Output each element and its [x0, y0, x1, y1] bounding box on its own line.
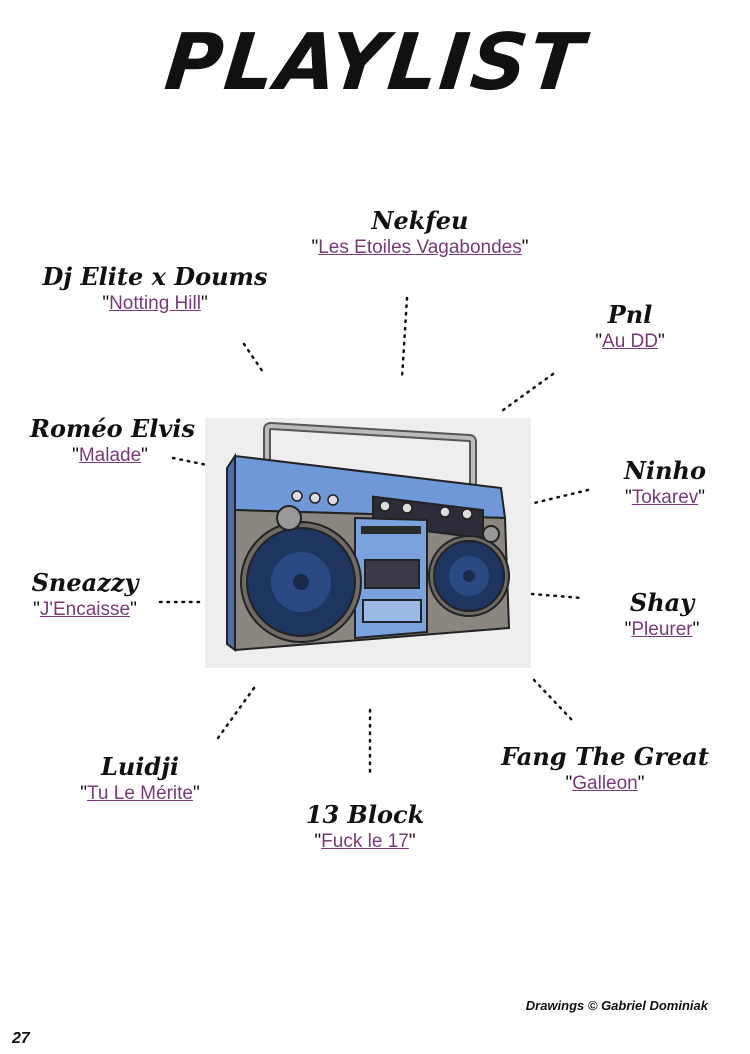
connector-fang	[532, 678, 574, 722]
song-title: "Tu Le Mérite"	[80, 783, 200, 804]
song-link[interactable]: J'Encaisse	[39, 599, 131, 620]
song-link[interactable]: Galleon	[572, 773, 638, 794]
boombox-illustration	[205, 418, 531, 668]
song-link[interactable]: Les Etoiles Vagabondes	[318, 237, 522, 258]
entry-ninho: Ninho "Tokarev"	[600, 456, 730, 510]
song-link[interactable]: Fuck le 17	[321, 831, 409, 852]
drawing-credit: Drawings © Gabriel Dominiak	[525, 998, 708, 1013]
entry-fang-the-great: Fang The Great "Galleon"	[500, 742, 710, 796]
song-link[interactable]: Malade	[78, 445, 142, 466]
song-title: "Pleurer"	[624, 619, 700, 640]
artist-name: Fang The Great	[501, 742, 709, 771]
entry-pnl: Pnl "Au DD"	[560, 300, 700, 354]
connector-luidji	[216, 686, 256, 740]
entry-13-block: 13 Block "Fuck le 17"	[280, 800, 450, 854]
song-title: "Malade"	[72, 445, 148, 466]
page-number: 27	[12, 1030, 30, 1047]
connector-pnl	[497, 372, 555, 415]
song-link[interactable]: Tokarev	[631, 487, 699, 508]
artist-name: Ninho	[624, 456, 706, 485]
entry-dj-elite-x-doums: Dj Elite x Doums "Notting Hill"	[40, 262, 270, 316]
song-link[interactable]: Pleurer	[631, 619, 693, 640]
song-title: "Fuck le 17"	[314, 831, 416, 852]
connector-nekfeu	[400, 296, 409, 380]
song-link[interactable]: Notting Hill	[109, 293, 201, 314]
artist-name: Roméo Elvis	[30, 414, 195, 443]
connector-shay	[530, 592, 584, 600]
artist-name: Luidji	[100, 752, 180, 781]
entry-sneazzy: Sneazzy "J'Encaisse"	[5, 568, 165, 622]
artist-name: Nekfeu	[371, 206, 469, 235]
artist-name: 13 Block	[305, 800, 425, 829]
entry-luidji: Luidji "Tu Le Mérite"	[50, 752, 230, 806]
song-link[interactable]: Au DD	[602, 331, 658, 352]
entry-nekfeu: Nekfeu "Les Etoiles Vagabondes"	[270, 206, 570, 260]
entry-romeo-elvis: Roméo Elvis "Malade"	[30, 414, 195, 468]
connector-romeo	[171, 456, 209, 467]
song-title: "Les Etoiles Vagabondes"	[311, 237, 529, 258]
song-title: "Notting Hill"	[102, 293, 208, 314]
connector-ninho	[528, 488, 590, 506]
song-title: "Tokarev"	[624, 487, 706, 508]
artist-name: Dj Elite x Doums	[42, 262, 268, 291]
connector-dj-elite	[242, 342, 267, 377]
song-title: "Galleon"	[565, 773, 645, 794]
artist-name: Shay	[629, 588, 695, 617]
artist-name: Sneazzy	[31, 568, 139, 597]
artist-name: Pnl	[607, 300, 653, 329]
song-title: "J'Encaisse"	[33, 599, 137, 620]
song-link[interactable]: Tu Le Mérite	[87, 783, 193, 804]
song-title: "Au DD"	[595, 331, 665, 352]
entry-shay: Shay "Pleurer"	[592, 588, 732, 642]
